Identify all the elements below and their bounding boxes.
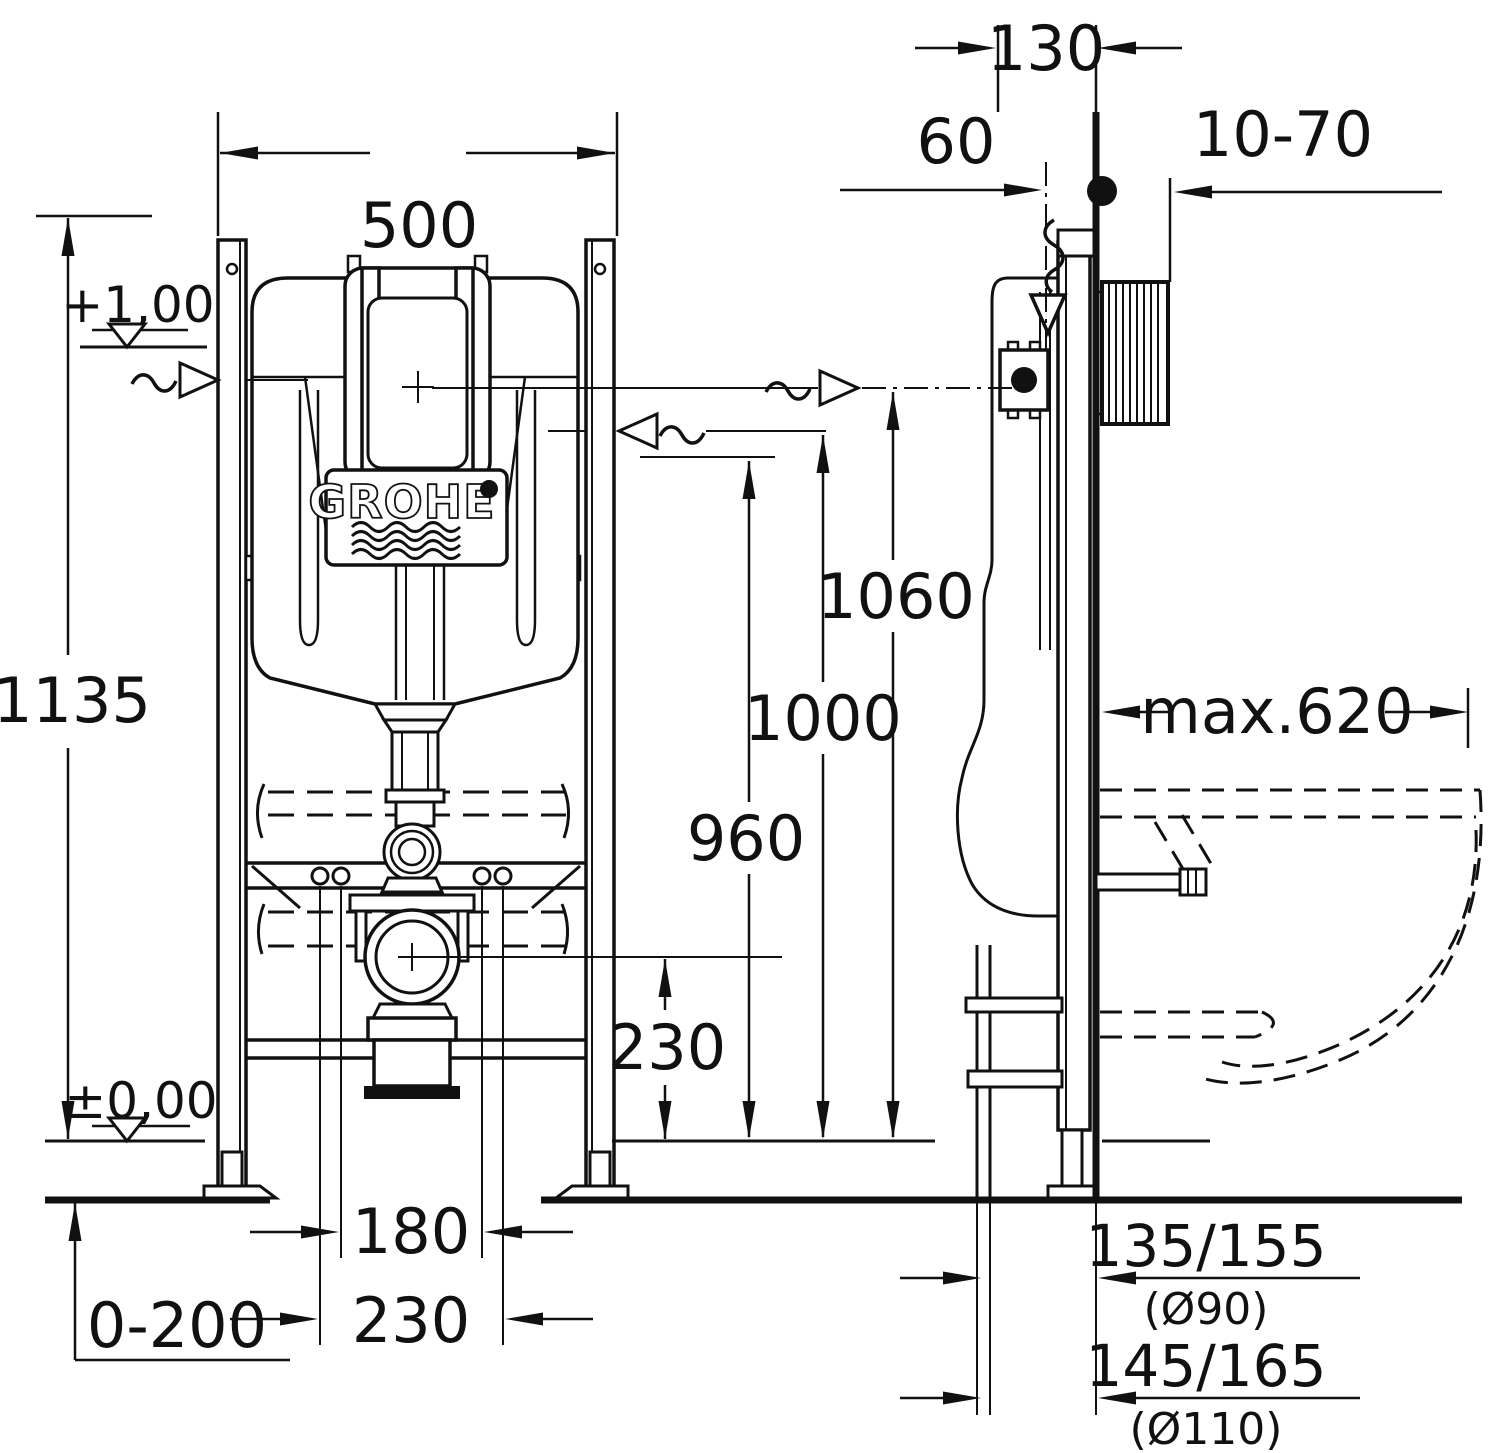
svg-text:1060: 1060 <box>817 560 975 633</box>
registered-mark-icon <box>480 480 498 498</box>
dim-foot-range-0-200: 0-200 <box>68 1203 290 1362</box>
flush-plate-side <box>1096 178 1172 426</box>
svg-text:230: 230 <box>608 1011 726 1084</box>
svg-text:60: 60 <box>917 105 996 178</box>
dim-width-500: 500 <box>216 112 619 262</box>
svg-text:1135: 1135 <box>0 664 151 737</box>
dim-960: 960 <box>687 461 805 1139</box>
dim-bowl-max-620: max.620 <box>1102 675 1470 748</box>
flush-elbow <box>379 822 445 894</box>
svg-text:135/155: 135/155 <box>1086 1212 1327 1280</box>
dim-drain-height-230: 230 <box>608 959 726 1139</box>
floor-lines <box>45 1139 1462 1204</box>
svg-text:130: 130 <box>987 12 1105 85</box>
flush-level-arrow-left <box>130 360 308 400</box>
cistern-side <box>955 276 1060 918</box>
bolt-extension-lines <box>319 886 504 1345</box>
water-supply-symbol-top <box>1028 162 1068 350</box>
water-inlet-fitting <box>998 340 1050 420</box>
dim-bolt-spacing-180: 180 <box>250 1195 573 1268</box>
svg-text:0-200: 0-200 <box>87 1289 267 1362</box>
dim-plate-range-10-70: 10-70 <box>1174 98 1442 199</box>
center-cross-icon <box>402 371 434 403</box>
dim-supply-60: 60 <box>840 105 1042 197</box>
svg-text:max.620: max.620 <box>1140 675 1413 748</box>
dim-1060: 1060 <box>817 392 975 1139</box>
svg-text:(Ø110): (Ø110) <box>1130 1404 1283 1453</box>
flush-pipe-assembly <box>372 702 458 828</box>
wall-reference-dot <box>1087 176 1117 206</box>
front-view: GROHE <box>202 238 782 1345</box>
dim-1000: 1000 <box>744 435 902 1139</box>
svg-text:10-70: 10-70 <box>1193 98 1373 171</box>
svg-text:1000: 1000 <box>744 682 902 755</box>
svg-text:960: 960 <box>687 802 805 875</box>
frame-rail-right <box>551 238 630 1200</box>
side-view <box>955 112 1483 1415</box>
drain-stack-side <box>964 945 1064 1415</box>
brand-logo-text: GROHE <box>308 475 495 529</box>
dim-height-1135: 1135 <box>0 214 152 1139</box>
frame-rail-left <box>202 238 281 1200</box>
logo-wave-icon <box>350 521 462 560</box>
dim-drain-135-155: 135/155 (Ø90) <box>900 1212 1360 1335</box>
frame-rail-side <box>1046 228 1098 1202</box>
svg-text:(Ø90): (Ø90) <box>1144 1284 1269 1335</box>
flush-plate-frame <box>343 254 492 492</box>
toilet-bowl-dashed <box>1100 788 1483 1085</box>
bowl-surface-dashed-front <box>256 783 570 839</box>
svg-text:180: 180 <box>352 1195 470 1268</box>
svg-text:500: 500 <box>360 189 478 262</box>
dim-depth-130: 130 <box>915 12 1182 112</box>
svg-text:145/165: 145/165 <box>1086 1332 1327 1400</box>
dim-drain-145-165: 145/165 (Ø110) <box>900 1332 1360 1453</box>
level-mark-plus100: +1,00 <box>61 276 215 350</box>
level-mark-zero: ±0,00 <box>45 1072 935 1144</box>
fixing-stud <box>1094 867 1208 897</box>
dim-drain-spacing-230: 230 <box>230 1284 593 1357</box>
svg-text:230: 230 <box>352 1284 470 1357</box>
support-dashed-band <box>257 903 569 955</box>
grohe-logo-plate: GROHE <box>307 468 509 567</box>
fixing-bolts <box>310 866 513 886</box>
flush-level-arrow-right <box>548 411 826 451</box>
flush-center-arrow-mid <box>432 368 1022 408</box>
outlet-socket <box>364 1002 460 1099</box>
